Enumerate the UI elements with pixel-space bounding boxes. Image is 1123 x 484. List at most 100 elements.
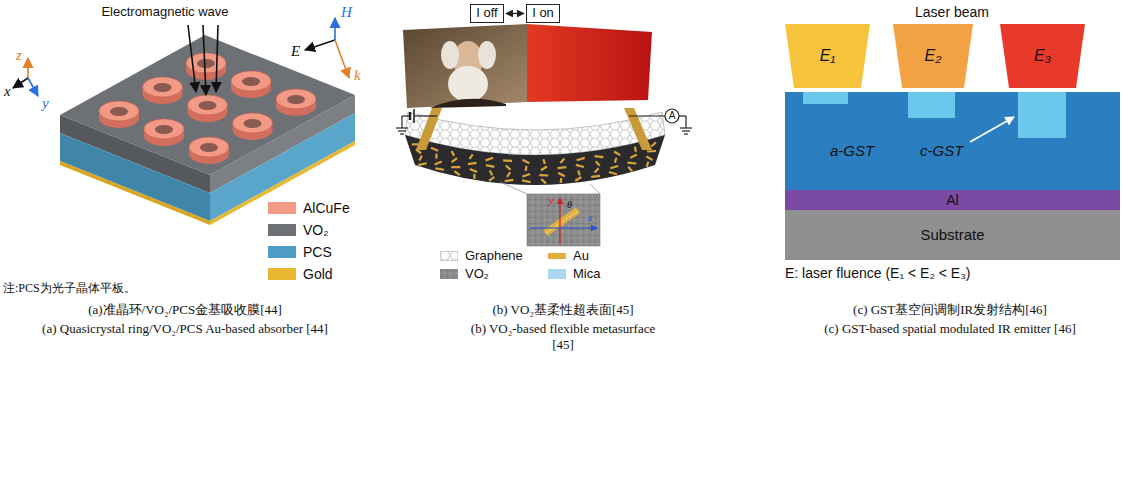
legend-text: VO₂ — [465, 266, 489, 281]
au-nanorod — [469, 154, 472, 159]
legend-entry: VO₂ — [268, 222, 329, 238]
au-nanorod — [503, 159, 512, 162]
axis-label: x — [4, 82, 11, 101]
legend-entry: AlCuFe — [268, 200, 350, 216]
au-nanorod — [614, 152, 620, 156]
au-nanorod — [647, 162, 649, 167]
quasicrystal-ring — [233, 113, 273, 140]
legend-entry: Au — [548, 248, 589, 263]
au-nanorod — [557, 166, 566, 169]
node-text: c-GST — [920, 142, 963, 159]
au-nanorod — [489, 177, 494, 181]
au-nanorod — [486, 165, 494, 167]
au-nanorod — [560, 158, 564, 162]
au-nanorod — [506, 165, 511, 169]
wave-label: Electromagnetic wave — [101, 4, 228, 20]
au-nanorod — [610, 166, 618, 168]
au-nanorod — [523, 160, 530, 163]
circuit-wires — [396, 109, 692, 134]
subfigure-caption: (b) VO₂基柔性超表面[45] — [492, 302, 633, 318]
au-nanorod — [596, 161, 600, 165]
subfigure-caption: (c) GST-based spatial modulated IR emitt… — [810, 321, 1090, 337]
node-text: E₁ — [820, 47, 836, 65]
graphene-swatch — [440, 251, 458, 261]
au-nanorod — [525, 166, 528, 171]
au-nanorod — [634, 147, 637, 152]
au-nanorod — [486, 158, 494, 161]
quasicrystal-ring — [276, 89, 316, 116]
quasicrystal-ring — [188, 95, 228, 122]
au-nanorod — [473, 174, 475, 179]
legend-entry: Graphene — [440, 248, 523, 263]
field-label: k — [354, 66, 361, 85]
legend-swatch — [268, 246, 296, 258]
current-state-box: I off — [470, 4, 504, 23]
quasicrystal-ring — [99, 101, 139, 128]
incident-wave-arrows — [188, 25, 218, 95]
legend-text: AlCuFe — [303, 200, 350, 216]
au-nanorod — [543, 159, 545, 164]
legend-swatch — [268, 224, 296, 236]
au-nanorod — [577, 158, 585, 160]
au-nanorod — [575, 177, 581, 181]
au-nanorod — [454, 171, 459, 175]
node-text: E₂ — [925, 47, 942, 65]
subfigure-caption: (c) GST基空间调制IR发射结构[46] — [853, 302, 1047, 318]
au-nanorod — [490, 170, 492, 175]
axis-label: z — [16, 46, 22, 65]
node-text: Substrate — [920, 226, 984, 243]
au-nanorod — [419, 156, 421, 161]
vo2-flexible-sheet — [405, 135, 665, 185]
au-nanorod — [507, 172, 510, 177]
legend-swatch — [268, 268, 296, 280]
au-nanorod — [418, 163, 426, 165]
au-nanorod — [435, 162, 442, 165]
quasicrystal-ring — [231, 71, 271, 98]
au-nanorod — [522, 180, 530, 182]
electrodes — [416, 108, 652, 150]
legend-text: Graphene — [465, 248, 523, 263]
ammeter-symbol-text: A — [669, 110, 676, 123]
au-nanorod — [628, 167, 632, 171]
red-image — [527, 24, 652, 102]
legend-text: Au — [573, 248, 589, 263]
au-nanorod — [647, 150, 656, 153]
field-label: E — [291, 42, 300, 61]
node-text: E₃ — [1034, 47, 1051, 65]
au-nanorod — [470, 169, 477, 172]
beam-label: Laser beam — [915, 4, 989, 22]
absorber-block — [60, 35, 355, 225]
substrate-layer: Substrate — [785, 210, 1120, 260]
au-nanorod — [630, 154, 637, 157]
au-nanorod — [468, 163, 477, 164]
quasicrystal-ring — [144, 119, 184, 146]
switch-arrow — [506, 13, 524, 14]
au-nanorod — [594, 155, 603, 158]
legend-swatch — [268, 202, 296, 214]
node-text: I off — [476, 6, 497, 21]
au-nanorod — [435, 154, 437, 159]
vo2-swatch — [440, 269, 458, 279]
vo2-swatch — [440, 269, 458, 279]
legend-entry: Gold — [268, 266, 333, 282]
au-nanorod — [591, 175, 600, 178]
al-layer: Al — [785, 190, 1120, 210]
quasicrystal-ring — [143, 77, 183, 104]
axis-label: y — [549, 195, 553, 208]
legend-text: VO₂ — [303, 222, 329, 238]
legend-swatch — [548, 253, 566, 259]
au-nanorod — [646, 156, 652, 160]
subfigure-caption: (a) Quasicrystal ring/VO₂/PCS Au-based a… — [35, 321, 335, 337]
gst-layer: a-GSTc-GST — [785, 92, 1120, 190]
node-text: I on — [532, 6, 554, 21]
legend-entry: VO₂ — [440, 266, 489, 281]
au-nanorod — [578, 170, 580, 175]
au-nanorod — [451, 166, 460, 168]
laser-beam: E₃ — [1000, 24, 1085, 88]
laser-beam: E₂ — [893, 24, 973, 88]
au-nanorod — [541, 167, 547, 171]
subfigure-caption: (a)准晶环/VO₂/PCS金基吸收膜[44] — [88, 302, 282, 318]
legend-swatch — [548, 269, 566, 279]
au-nanorod — [651, 142, 656, 146]
au-nanorod — [558, 173, 565, 176]
